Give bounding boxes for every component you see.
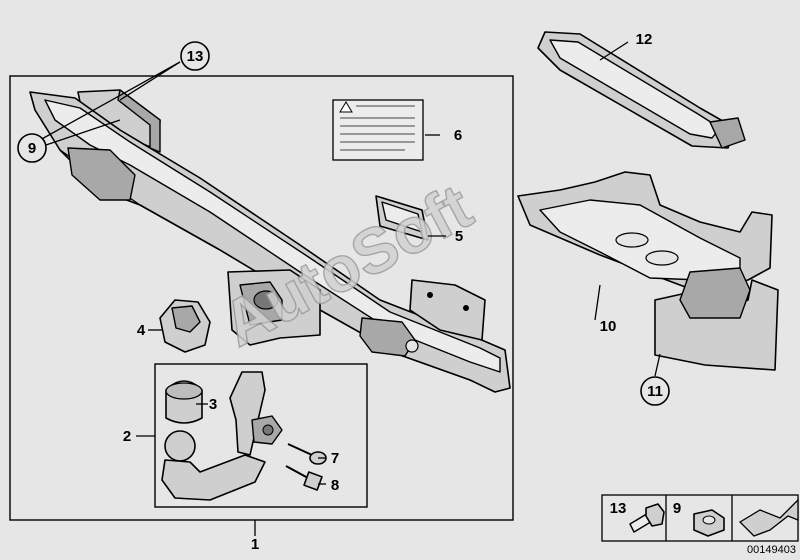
label-8: 8 — [331, 477, 339, 494]
cover-strip — [375, 195, 429, 241]
label-6: 6 — [454, 127, 462, 144]
pointer-arrow-icon — [738, 498, 799, 537]
legend-label-9: 9 — [673, 500, 681, 517]
image-code: 00149403 — [747, 544, 796, 556]
label-7: 7 — [331, 450, 339, 467]
label-2: 2 — [123, 428, 131, 445]
nut-icon — [693, 509, 725, 537]
label-9-left: 9 — [28, 140, 36, 157]
assembly-frame — [9, 75, 514, 521]
ball-cap — [165, 380, 203, 424]
label-11: 11 — [647, 383, 663, 400]
label-4: 4 — [137, 322, 146, 339]
part-labels: 13 9 6 5 4 2 3 7 8 1 12 10 11 — [17, 31, 670, 553]
bolt-icon — [629, 503, 665, 533]
bumper-carrier — [29, 89, 511, 393]
label-12: 12 — [636, 31, 653, 48]
label-1: 1 — [251, 536, 259, 553]
label-10: 10 — [600, 318, 617, 335]
key-with-tag — [285, 465, 323, 491]
leader-lines — [39, 41, 661, 536]
label-5: 5 — [455, 228, 463, 245]
ball-hitch — [161, 371, 283, 501]
trim-strip — [537, 31, 746, 149]
label-13-top: 13 — [187, 48, 204, 65]
key — [287, 443, 327, 465]
impact-absorber — [517, 171, 779, 371]
legend-label-13: 13 — [610, 500, 627, 517]
label-3: 3 — [209, 396, 217, 413]
warning-label — [332, 99, 424, 161]
fastener-legend: 13 9 — [601, 494, 799, 542]
socket-holder — [159, 299, 211, 353]
